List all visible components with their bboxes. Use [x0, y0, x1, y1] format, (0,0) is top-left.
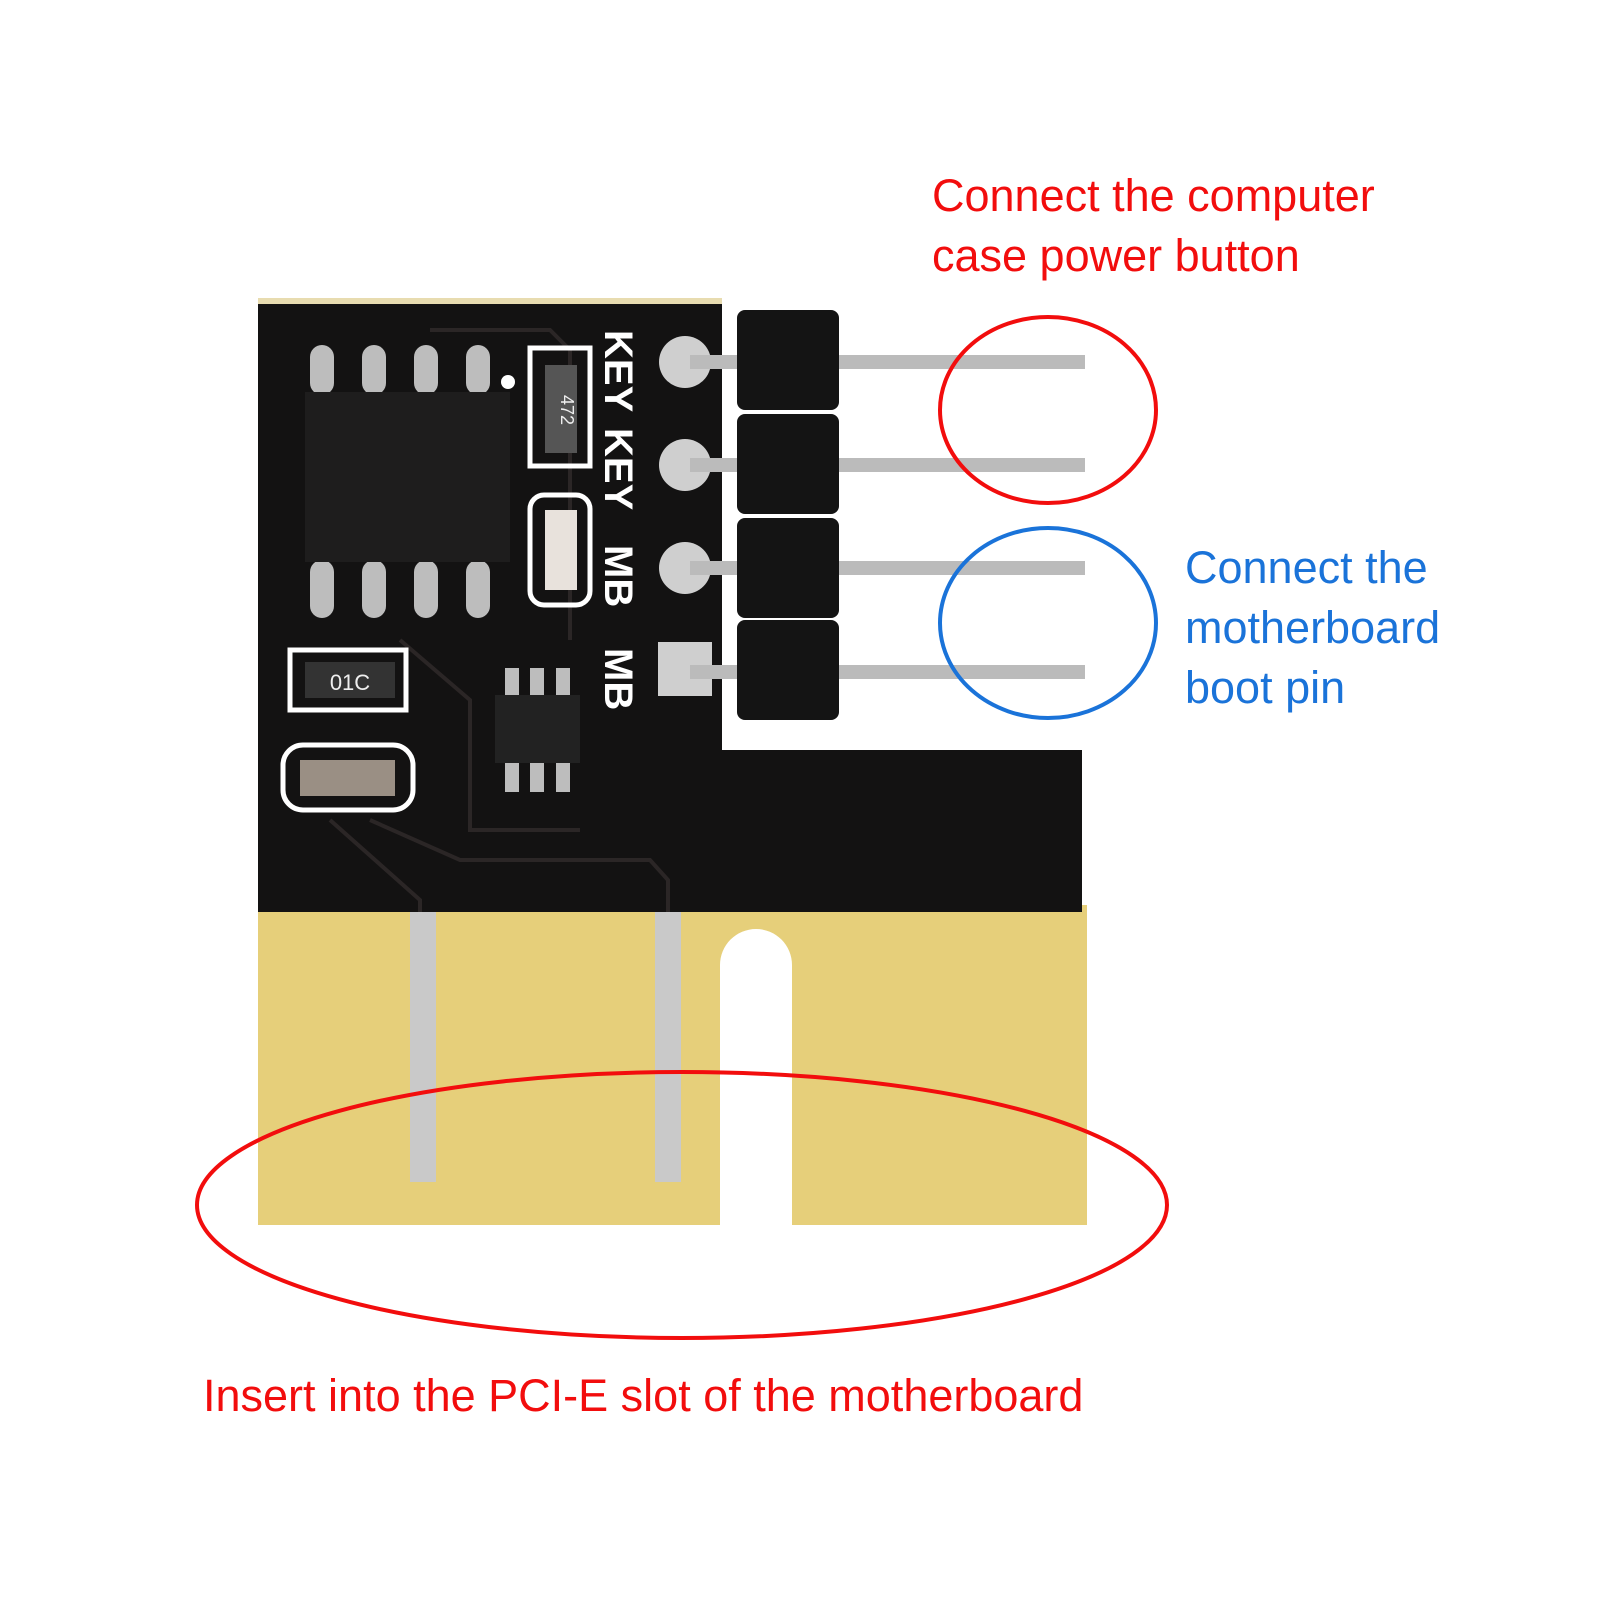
silkscreen-key-1: KEY: [596, 330, 640, 413]
silkscreen-key-2: KEY: [596, 428, 640, 511]
boot-pins-circle: [938, 526, 1158, 720]
pcie-connector-ellipse: [195, 1070, 1169, 1340]
annotation-line: boot pin: [1185, 662, 1346, 713]
power-button-annotation: Connect the computer case power button: [932, 166, 1375, 286]
component-marking: 01C: [330, 670, 370, 695]
silkscreen-mb-1: MB: [596, 545, 640, 607]
annotation-line: case power button: [932, 230, 1300, 281]
contact-strip: [655, 912, 681, 1182]
annotation-line: Connect the: [1185, 542, 1428, 593]
contact-strip: [410, 912, 436, 1182]
power-button-pins-circle: [938, 315, 1158, 505]
annotation-line: Connect the computer: [932, 170, 1375, 221]
resistor-marking: 472: [557, 395, 577, 425]
pin-header: [658, 310, 1085, 720]
boot-pin-annotation: Connect the motherboard boot pin: [1185, 538, 1440, 718]
silkscreen-mb-2: MB: [596, 648, 640, 710]
ic-chip: [305, 345, 515, 618]
pcie-annotation: Insert into the PCI-E slot of the mother…: [203, 1370, 1084, 1421]
annotation-line: motherboard: [1185, 602, 1441, 653]
